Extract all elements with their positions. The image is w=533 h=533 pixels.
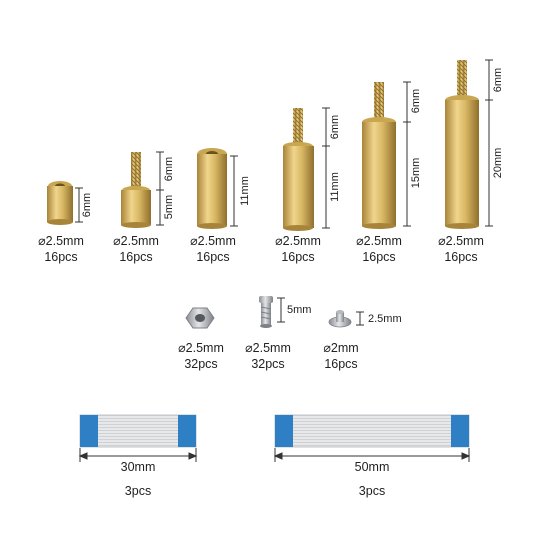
short-screw (328, 310, 352, 328)
standoff-5-dim-label-bottom: 15mm (410, 157, 422, 189)
standoff-6-diameter: ⌀2.5mm (438, 234, 484, 248)
nut-caption: ⌀2.5mm 32pcs (170, 340, 232, 372)
dim-line-3 (230, 155, 238, 227)
standoff-5-dim-label-top: 6mm (410, 88, 422, 114)
standoff-5-caption: ⌀2.5mm 16pcs (348, 233, 410, 265)
screw-dim-label: 5mm (287, 304, 312, 316)
dim-line-1 (75, 187, 83, 223)
standoff-6-dim-label-top: 6mm (492, 67, 504, 93)
short-screw-qty: 16pcs (324, 357, 358, 371)
standoff-4-dim-label-top: 6mm (329, 114, 341, 140)
standoff-5-qty: 16pcs (362, 250, 396, 264)
short-screw-dim-label: 2.5mm (368, 313, 402, 325)
standoff-1-dim-label: 6mm (81, 192, 93, 218)
standoff-4-diameter: ⌀2.5mm (275, 234, 321, 248)
dim-line-screw (277, 297, 285, 323)
standoff-5-diameter: ⌀2.5mm (356, 234, 402, 248)
nut-diameter: ⌀2.5mm (178, 341, 224, 355)
standoff-3-qty: 16pcs (196, 250, 230, 264)
standoff-2-caption: ⌀2.5mm 16pcs (105, 233, 167, 265)
standoff-3 (197, 148, 227, 229)
standoff-1-qty: 16pcs (44, 250, 78, 264)
dim-line-cable-30 (78, 448, 198, 462)
standoff-5 (362, 82, 396, 229)
standoff-3-diameter: ⌀2.5mm (190, 234, 236, 248)
short-screw-caption: ⌀2mm 16pcs (310, 340, 372, 372)
cable-50-length: 50mm (347, 459, 397, 475)
standoff-4-qty: 16pcs (281, 250, 315, 264)
standoff-6-qty: 16pcs (444, 250, 478, 264)
standoff-1-caption: ⌀2.5mm 16pcs (30, 233, 92, 265)
screw-caption: ⌀2.5mm 32pcs (237, 340, 299, 372)
dim-line-short-screw (356, 311, 364, 326)
screw-qty: 32pcs (251, 357, 285, 371)
cable-30-length: 30mm (113, 459, 163, 475)
standoff-6-caption: ⌀2.5mm 16pcs (430, 233, 492, 265)
standoff-2-dim-label-bottom: 5mm (163, 194, 175, 220)
dim-line-4 (322, 107, 330, 229)
standoff-3-dim-label: 11mm (239, 176, 251, 206)
screw (259, 296, 273, 328)
dim-line-cable-50 (273, 448, 471, 462)
standoff-2-qty: 16pcs (119, 250, 153, 264)
standoff-6-dim-label-bottom: 20mm (492, 147, 504, 179)
standoff-2-diameter: ⌀2.5mm (113, 234, 159, 248)
standoff-1-diameter: ⌀2.5mm (38, 234, 84, 248)
standoff-4 (283, 108, 314, 231)
standoff-2 (121, 152, 151, 228)
ribbon-cable-30mm (79, 414, 197, 448)
standoff-1 (47, 181, 73, 225)
standoff-4-caption: ⌀2.5mm 16pcs (267, 233, 329, 265)
dim-line-6 (485, 59, 493, 227)
cable-30-qty: 3pcs (124, 484, 152, 498)
standoff-4-dim-label-bottom: 11mm (329, 172, 341, 202)
nut-qty: 32pcs (184, 357, 218, 371)
dim-line-5 (403, 81, 411, 227)
standoff-6 (445, 60, 479, 229)
short-screw-diameter: ⌀2mm (323, 341, 359, 355)
screw-diameter: ⌀2.5mm (245, 341, 291, 355)
dim-line-2 (156, 151, 164, 226)
standoff-2-dim-label-top: 6mm (163, 156, 175, 182)
nut (185, 307, 215, 329)
standoff-3-caption: ⌀2.5mm 16pcs (182, 233, 244, 265)
cable-50-qty: 3pcs (358, 484, 386, 498)
ribbon-cable-50mm (274, 414, 470, 448)
